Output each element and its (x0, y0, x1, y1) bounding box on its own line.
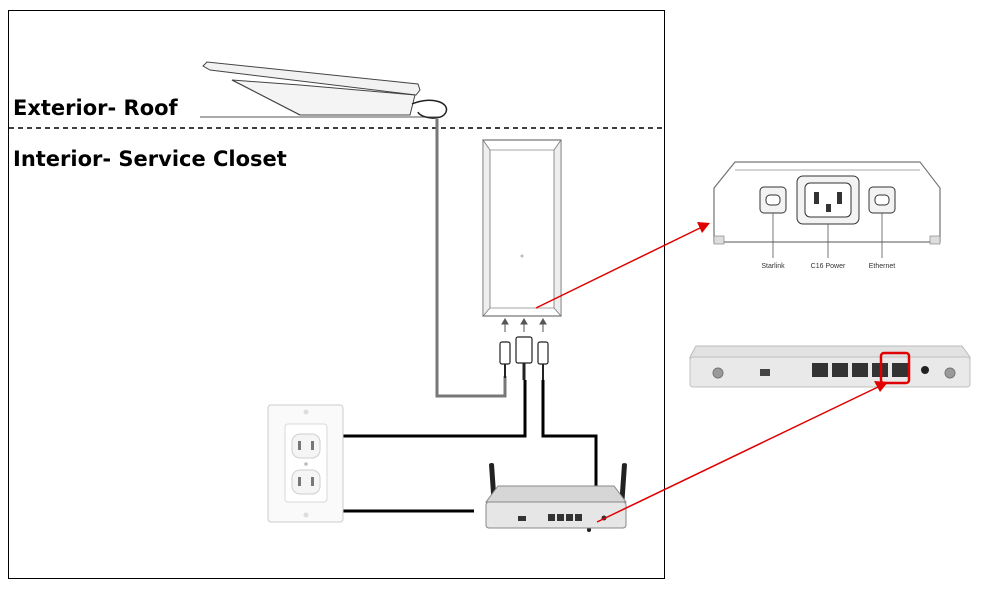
dish-cable (435, 119, 507, 398)
starlink-dish-icon (202, 61, 448, 119)
diagram-frame (8, 10, 665, 579)
power-outlet-icon (267, 404, 344, 523)
port-label-c16-power: C16 Power (811, 263, 846, 270)
starlink-router-icon (482, 138, 562, 318)
callout-arrow-router-panel (535, 222, 710, 309)
exterior-roof-label: Exterior- Roof (13, 96, 178, 120)
callout-arrow-firewall-port (596, 381, 888, 523)
ethernet-cable (541, 380, 598, 512)
port-label-ethernet: Ethernet (869, 263, 896, 270)
router-cable-connectors (499, 336, 549, 380)
interior-service-closet-label: Interior- Service Closet (13, 147, 287, 171)
port-label-starlink: Starlink (761, 263, 785, 270)
firewall-router-icon (485, 462, 627, 532)
router-back-panel-icon: Starlink C16 Power Ethernet (713, 161, 941, 270)
power-cable-router (343, 380, 527, 438)
port-arrows (501, 318, 547, 332)
firewall-back-panel-photo (689, 345, 971, 388)
